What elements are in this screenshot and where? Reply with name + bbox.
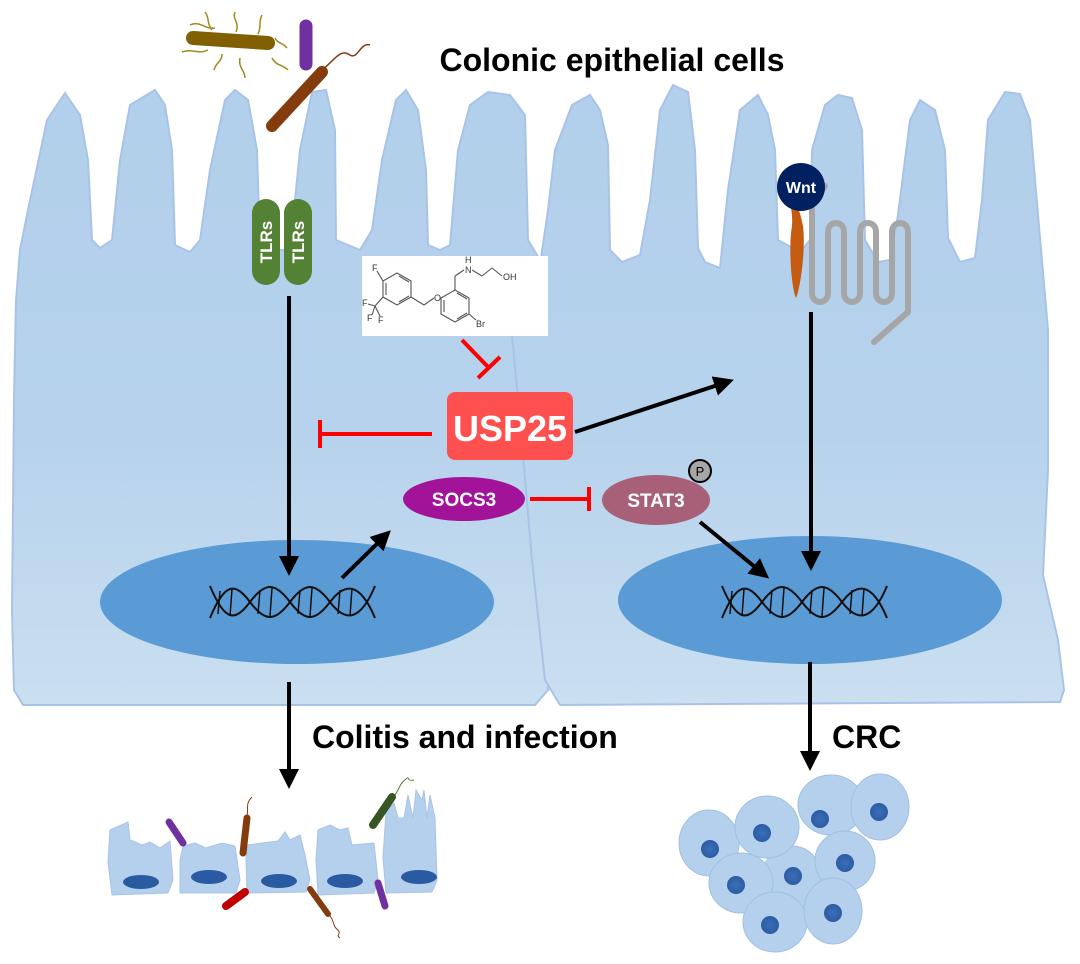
inhibit-usp25-tlr	[318, 420, 432, 448]
bacterium-purple-2	[374, 879, 389, 910]
frizzled-receptor	[809, 183, 911, 345]
title: Colonic epithelial cells	[440, 42, 785, 78]
atom-o: O	[434, 293, 441, 303]
left-nucleus	[100, 540, 494, 664]
crc-label: CRC	[832, 719, 901, 755]
tlr-label-2: TLRs	[289, 221, 308, 264]
wnt-ligand: Wnt	[777, 163, 825, 211]
right-nucleus	[618, 536, 1002, 664]
atom-n: N	[465, 265, 472, 275]
bacterium-flagellated-olive	[181, 11, 289, 79]
bacterium-brown-2	[307, 886, 341, 939]
tumor-cluster	[678, 773, 910, 953]
arrow-nucleus-to-socs3	[340, 530, 391, 580]
bacterium-brown-1	[239, 796, 253, 857]
bacterium-purple-1	[165, 818, 187, 847]
dna-icon-left	[209, 585, 376, 619]
usp25-node: USP25	[447, 392, 573, 460]
tlr-label-1: TLRs	[257, 221, 276, 264]
atom-oh: OH	[503, 272, 517, 282]
phospho-label: P	[696, 464, 705, 479]
atom-f-2: F	[367, 313, 373, 323]
nucleus-damaged-3	[261, 874, 297, 888]
nucleus-damaged-1	[123, 875, 159, 889]
nucleus-damaged-5	[401, 870, 437, 884]
atom-f-3: F	[378, 315, 384, 325]
phospho-badge: P	[688, 459, 712, 483]
stat3-node: STAT3	[602, 475, 710, 525]
atom-f-top: F	[372, 263, 378, 273]
arrow-stat3-to-nucleus	[698, 520, 770, 579]
damaged-epithelium	[107, 777, 438, 939]
stat3-label: STAT3	[627, 491, 684, 512]
lrp-coreceptor	[784, 183, 804, 298]
arrow-usp25-to-wnt	[574, 376, 734, 434]
wnt-label: Wnt	[786, 180, 817, 197]
bacterium-brown-top	[266, 44, 371, 132]
socs3-node: SOCS3	[403, 477, 525, 521]
socs3-label: SOCS3	[432, 490, 496, 511]
bacterium-green-1	[369, 777, 415, 829]
dna-icon-right	[721, 585, 888, 619]
tlr-receptor-2: TLRs	[284, 199, 312, 285]
usp25-label: USP25	[453, 408, 567, 449]
atom-f-1: F	[362, 298, 368, 308]
colitis-label: Colitis and infection	[312, 719, 618, 755]
atom-br: Br	[476, 319, 485, 329]
inhibit-socs3-stat3	[530, 487, 591, 511]
inhibitor-compound: F F F F O H N OH Br	[362, 255, 548, 336]
nucleus-damaged-4	[327, 874, 363, 888]
inhibit-compound-usp25	[460, 338, 502, 380]
nucleus-damaged-2	[191, 870, 227, 884]
atom-h: H	[465, 255, 472, 265]
bacterium-red-1	[222, 888, 249, 910]
tlr-receptor-1: TLRs	[252, 199, 280, 285]
